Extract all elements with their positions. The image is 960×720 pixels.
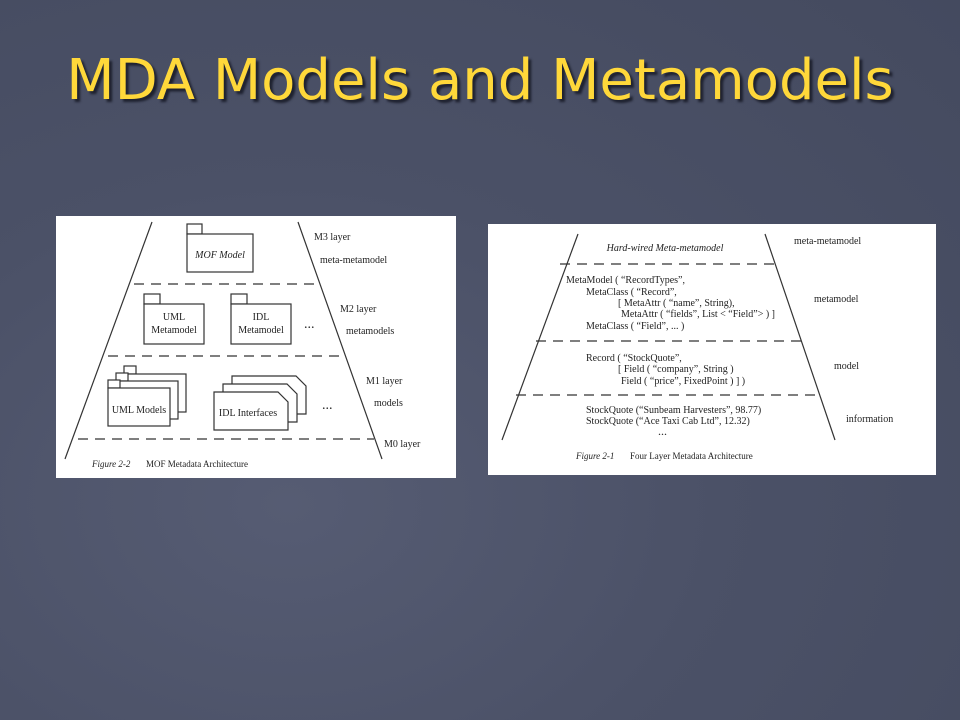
idl-interfaces-stack bbox=[213, 375, 307, 431]
idl-metamodel-label: IDL bbox=[253, 312, 270, 323]
idl-interfaces-label: IDL Interfaces bbox=[219, 408, 277, 419]
layer-label-m3: M3 layer bbox=[314, 232, 351, 243]
layer-label-m2: M2 layer bbox=[340, 304, 377, 315]
figure-caption-text: Four Layer Metadata Architecture bbox=[630, 451, 753, 461]
metamodel-line: MetaModel ( “RecordTypes”, bbox=[566, 275, 685, 286]
package-tab bbox=[143, 293, 161, 305]
layer-desc-m3: meta-metamodel bbox=[320, 255, 387, 266]
ellipsis: ... bbox=[658, 424, 667, 438]
layer-desc-m1: models bbox=[374, 398, 403, 409]
info-line: StockQuote (“Sunbeam Harvesters”, 98.77) bbox=[586, 405, 761, 416]
pyramid-right-edge bbox=[297, 221, 383, 460]
uml-metamodel-box bbox=[143, 303, 205, 345]
pyramid-right-edge bbox=[764, 233, 836, 441]
model-line: [ Field ( “company”, String ) bbox=[618, 364, 734, 375]
model-line: Record ( “StockQuote”, bbox=[586, 353, 682, 364]
ellipsis: ... bbox=[322, 398, 333, 413]
figure-caption-label: Figure 2-1 bbox=[575, 451, 614, 461]
slide-title: MDA Models and Metamodels bbox=[66, 48, 894, 113]
uml-models-label: UML Models bbox=[112, 405, 166, 416]
hardwired-label: Hard-wired Meta-metamodel bbox=[606, 243, 724, 254]
uml-models-stack bbox=[107, 365, 187, 427]
package-tab bbox=[186, 223, 203, 235]
level-label: model bbox=[834, 361, 859, 372]
four-layer-diagram: Hard-wired Meta-metamodel MetaModel ( “R… bbox=[501, 233, 893, 461]
idl-metamodel-box bbox=[230, 303, 292, 345]
level-label: metamodel bbox=[814, 294, 859, 305]
metamodel-line: MetaClass ( “Record”, bbox=[586, 287, 677, 298]
info-line: StockQuote (“Ace Taxi Cab Ltd”, 12.32) bbox=[586, 416, 750, 427]
package-tab bbox=[230, 293, 248, 305]
metamodel-line: [ MetaAttr ( “name”, String), bbox=[618, 298, 735, 309]
ellipsis: ... bbox=[304, 317, 315, 332]
level-label: information bbox=[846, 414, 893, 425]
model-line: Field ( “price”, FixedPoint ) ] ) bbox=[621, 376, 745, 387]
idl-metamodel-label: Metamodel bbox=[238, 325, 284, 336]
mof-diagram: MOF Model UML Metamodel IDL Metamodel ..… bbox=[64, 221, 421, 469]
pyramid-left-edge bbox=[501, 233, 579, 441]
level-label: meta-metamodel bbox=[794, 236, 861, 247]
mof-architecture-figure: MOF Model UML Metamodel IDL Metamodel ..… bbox=[56, 216, 456, 478]
four-layer-architecture-figure: Hard-wired Meta-metamodel MetaModel ( “R… bbox=[488, 224, 936, 475]
metamodel-line: MetaAttr ( “fields”, List < “Field”> ) ] bbox=[621, 309, 775, 320]
figure-caption-label: Figure 2-2 bbox=[91, 459, 131, 469]
mof-model-box bbox=[186, 233, 254, 273]
pyramid-left-edge bbox=[64, 221, 153, 460]
mof-model-label: MOF Model bbox=[194, 250, 245, 261]
layer-desc-m2: metamodels bbox=[346, 326, 394, 337]
layer-label-m0: M0 layer bbox=[384, 439, 421, 450]
uml-metamodel-label: UML bbox=[163, 312, 185, 323]
figure-caption-text: MOF Metadata Architecture bbox=[146, 459, 248, 469]
uml-metamodel-label: Metamodel bbox=[151, 325, 197, 336]
layer-label-m1: M1 layer bbox=[366, 376, 403, 387]
metamodel-line: MetaClass ( “Field”, ... ) bbox=[586, 321, 684, 332]
